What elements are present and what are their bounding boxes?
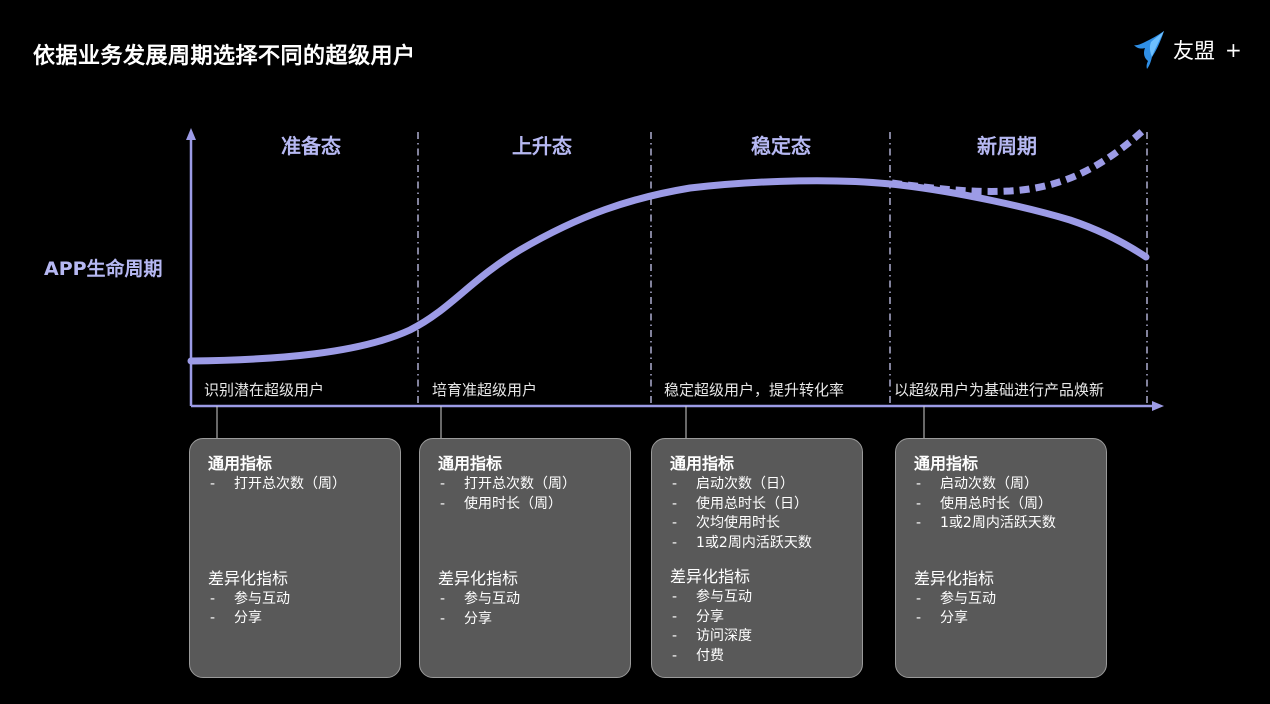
list-item: -打开总次数（周）: [440, 476, 576, 492]
list-item: -1或2周内活跃天数: [916, 515, 1056, 531]
diff-metrics-heading: 差异化指标: [914, 568, 995, 588]
page-title: 依据业务发展周期选择不同的超级用户: [33, 44, 416, 69]
x-axis-arrow: [1152, 401, 1164, 411]
stage-label: 准备态: [281, 134, 341, 158]
list-item: -分享: [210, 610, 262, 626]
list-item: -参与互动: [672, 589, 752, 605]
stage-goal: 以超级用户为基础进行产品焕新: [894, 381, 1105, 399]
list-item: -参与互动: [916, 590, 996, 607]
metrics-box-stable: 通用指标 -启动次数（日） -使用总时长（日） -次均使用时长 -1或2周内活跃…: [651, 438, 863, 678]
general-metrics-heading: 通用指标: [208, 454, 273, 473]
diff-metrics-heading: 差异化指标: [208, 568, 289, 588]
y-axis-arrow: [186, 128, 196, 140]
stage-label: 新周期: [977, 134, 1037, 158]
y-axis-label: APP生命周期: [44, 258, 163, 280]
list-item: -次均使用时长: [672, 515, 780, 531]
stage-goal: 识别潜在超级用户: [204, 381, 325, 399]
general-metrics-heading: 通用指标: [438, 454, 503, 473]
list-item: -启动次数（日）: [672, 476, 794, 492]
stage-label: 上升态: [512, 134, 572, 158]
general-metrics-heading: 通用指标: [914, 454, 979, 473]
list-item: -参与互动: [210, 590, 290, 607]
list-item: -分享: [916, 610, 968, 626]
list-item: -分享: [672, 608, 724, 625]
stage-goal: 稳定超级用户，提升转化率: [664, 381, 845, 399]
list-item: -启动次数（周）: [916, 476, 1038, 492]
general-metrics-heading: 通用指标: [670, 454, 735, 473]
metrics-box-rising: 通用指标 -打开总次数（周） -使用时长（周） 差异化指标 -参与互动 -分享: [419, 438, 631, 678]
list-item: -使用总时长（日）: [672, 495, 808, 512]
list-item: -分享: [440, 610, 492, 627]
brand-plus: +: [1225, 38, 1242, 62]
diff-metrics-heading: 差异化指标: [438, 569, 519, 588]
stage-goal: 培育准超级用户: [432, 381, 538, 399]
list-item: -打开总次数（周）: [210, 476, 346, 492]
list-item: -使用时长（周）: [440, 495, 562, 512]
list-item: -访问深度: [672, 628, 752, 644]
list-item: -1或2周内活跃天数: [672, 534, 812, 551]
brand-logo: 友盟 +: [1133, 30, 1242, 70]
umeng-bird-icon: [1134, 31, 1164, 69]
brand-name: 友盟: [1173, 39, 1215, 63]
lifecycle-curve: [187, 177, 1150, 365]
renewal-curve-dashed: [891, 125, 1149, 195]
metrics-box-prepare: 通用指标 -打开总次数（周） 差异化指标 -参与互动 -分享: [189, 438, 401, 678]
metrics-box-new-cycle: 通用指标 -启动次数（周） -使用总时长（周） -1或2周内活跃天数 差异化指标…: [895, 438, 1107, 678]
list-item: -付费: [672, 647, 724, 664]
stage-label: 稳定态: [751, 134, 811, 158]
list-item: -使用总时长（周）: [916, 495, 1052, 512]
diff-metrics-heading: 差异化指标: [670, 567, 751, 586]
list-item: -参与互动: [440, 591, 520, 607]
